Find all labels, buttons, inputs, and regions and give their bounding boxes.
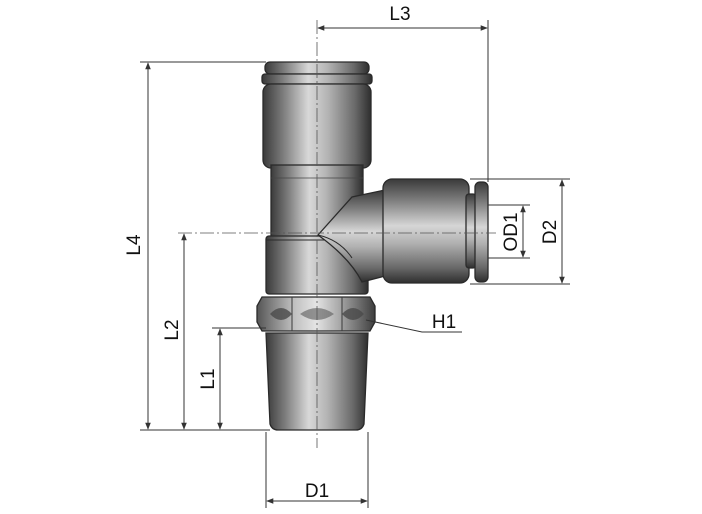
label-L1: L1 bbox=[198, 368, 219, 389]
side-collet-ring bbox=[474, 181, 489, 283]
label-D2: D2 bbox=[540, 220, 561, 244]
label-D1: D1 bbox=[305, 481, 329, 502]
label-L4: L4 bbox=[124, 234, 145, 256]
hex-nut-chamfer-left bbox=[270, 308, 292, 320]
hex-nut-chamfer-right bbox=[342, 308, 364, 320]
center-lines bbox=[178, 20, 496, 448]
label-OD1: OD1 bbox=[501, 212, 522, 251]
fitting-body bbox=[256, 61, 489, 431]
branch-saddle bbox=[317, 234, 353, 259]
dimension-labels: L3 L4 L2 L1 D1 D2 OD1 H1 bbox=[124, 4, 561, 502]
side-push-in-body bbox=[382, 178, 470, 284]
leader-line-H1 bbox=[365, 319, 462, 333]
label-L2: L2 bbox=[162, 319, 183, 340]
dimensions bbox=[140, 20, 570, 508]
label-L3: L3 bbox=[389, 4, 410, 25]
label-H1: H1 bbox=[432, 312, 456, 333]
